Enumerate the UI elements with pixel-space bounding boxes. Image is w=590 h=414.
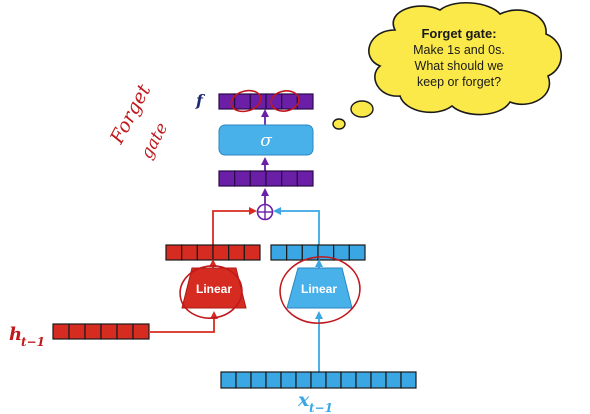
left-output-cell [228,244,245,261]
output-cell [234,93,251,110]
x-cell [385,371,402,389]
x-cell [370,371,387,389]
h-label: h [9,324,22,345]
left-output-cell [243,244,261,261]
bubble-dot-small [332,118,346,130]
gate-output-label: f [195,91,206,110]
cloud-shape [368,1,562,116]
arrow-right-to-sum [273,207,320,245]
pre-sigma-cell [218,170,236,187]
h-cell [68,323,86,340]
h-input-vector [52,323,150,340]
x-cell [355,371,372,389]
h-cell [84,323,102,340]
x-cell [235,371,252,389]
right-output-cell [348,244,366,261]
sigma-label: σ [260,131,272,151]
left-output-cell [181,244,198,261]
right-output-cell [333,244,350,261]
x-cell [295,371,312,389]
pre-sigma-cell [234,170,251,187]
x-input-vector [220,371,417,389]
thought-bubble: Forget gate: Make 1s and 0s. What should… [332,1,562,130]
annotation-circle-left-linear [179,265,243,319]
right-output-cell [286,244,303,261]
x-cell [325,371,342,389]
x-cell [220,371,237,389]
annotation-circle-output-1 [230,89,262,113]
pre-sigma-cell [296,170,314,187]
pre-sigma-cell [249,170,267,187]
x-cell [250,371,267,389]
sum-node [256,203,274,221]
left-linear-label: Linear [196,282,232,296]
output-cell [249,93,267,110]
h-subscript: t−1 [21,335,45,349]
bubble-line-3: keep or forget? [417,75,501,89]
bubble-dot-large [350,100,374,118]
annotation-circle-output-2 [270,90,300,112]
x-label: x [297,389,310,411]
x-cell [265,371,282,389]
pre-sigma-cell [265,170,283,187]
left-output-cell [165,244,183,261]
pre-sigma-cell [281,170,298,187]
right-linear-label: Linear [301,282,337,296]
bubble-line-1: Make 1s and 0s. [413,43,505,57]
bubble-title: Forget gate: [421,26,496,41]
sigma-box [218,124,314,156]
h-cell [116,323,134,340]
pre-sigma-vector [218,170,314,187]
h-cell [132,323,150,340]
right-output-cell [270,244,288,261]
bubble-line-2: What should we [415,59,504,73]
arrow-h-to-linear [150,311,218,333]
right-linear-output-vector [270,244,366,261]
left-output-cell [196,244,214,261]
x-cell [280,371,297,389]
x-cell [400,371,417,389]
annotation-circle-right-linear [279,256,361,324]
annotation-gate: gate [137,119,172,162]
x-cell [340,371,357,389]
x-cell [310,371,327,389]
output-cell [296,93,314,110]
left-linear-box [181,267,247,309]
left-linear-output-vector [165,244,261,261]
arrow-left-to-sum [212,207,257,245]
h-cell [100,323,118,340]
h-cell [52,323,70,340]
left-output-cell [212,244,230,261]
x-subscript: t−1 [309,401,333,414]
